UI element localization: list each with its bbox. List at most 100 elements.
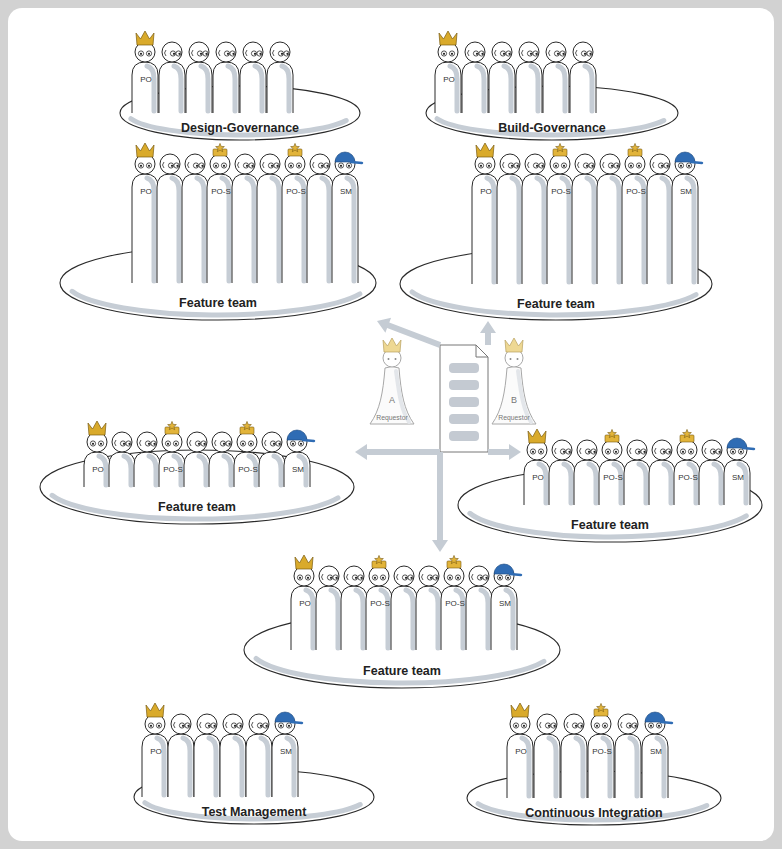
eye: [648, 723, 653, 728]
person-body: [649, 460, 675, 505]
role-label: PO: [532, 474, 544, 482]
ear: [540, 722, 542, 728]
eye: [352, 575, 357, 580]
pupil: [523, 725, 525, 727]
person-head: [546, 42, 566, 62]
body-shade: [282, 66, 289, 111]
ear: [580, 448, 582, 454]
ear: [174, 722, 176, 728]
pupil: [200, 53, 202, 55]
flow-arrow: [355, 444, 440, 460]
person-head: [187, 432, 207, 452]
eye: [138, 163, 143, 168]
eye: [500, 51, 505, 56]
eye: [286, 723, 291, 728]
pupil: [234, 725, 236, 727]
crown: [295, 555, 313, 569]
person-body: [132, 62, 158, 113]
pupil: [410, 577, 412, 579]
ear: [549, 50, 551, 56]
pupil: [298, 165, 300, 167]
pupil: [260, 725, 262, 727]
pupil: [488, 165, 490, 167]
pupil: [643, 451, 645, 453]
node-shape: [440, 345, 488, 452]
person-body: [284, 452, 310, 487]
cap-brim: [351, 162, 362, 163]
eye: [346, 163, 351, 168]
body-shade: [209, 738, 216, 795]
team-label: Test Management: [202, 806, 307, 819]
requestor-label: Requestor: [376, 415, 407, 422]
cap-brim: [291, 722, 302, 723]
pupil: [213, 725, 215, 727]
person-body: [220, 734, 246, 797]
eye: [585, 449, 590, 454]
pupil: [382, 577, 384, 579]
body-shade: [630, 738, 637, 796]
eye: [497, 575, 502, 580]
node-art: [370, 338, 414, 424]
role-label: SM: [680, 188, 692, 196]
body-shade: [477, 66, 484, 111]
body-shade: [261, 738, 268, 795]
eye: [572, 723, 577, 728]
eye: [318, 163, 323, 168]
eye: [249, 163, 254, 168]
eye: [560, 449, 565, 454]
eye: [738, 449, 743, 454]
eye: [656, 723, 661, 728]
node-art: [400, 143, 712, 320]
eye: [237, 723, 242, 728]
eye: [545, 723, 550, 728]
node-art: [492, 338, 536, 424]
pupil: [405, 577, 407, 579]
pupil: [360, 577, 362, 579]
eye: [658, 163, 663, 168]
eye: [333, 575, 338, 580]
eye: [290, 441, 295, 446]
pupil: [616, 165, 618, 167]
person-body: [522, 174, 548, 284]
eye: [395, 358, 397, 360]
ear: [165, 50, 167, 56]
person-body: [332, 174, 358, 283]
eye: [447, 575, 452, 580]
pupil: [182, 725, 184, 727]
team-label: Continuous Integration: [525, 807, 662, 820]
eye: [226, 441, 231, 446]
eye: [602, 723, 607, 728]
person-body: [182, 174, 208, 283]
person-head: [552, 440, 572, 460]
role-label: PO: [140, 188, 152, 196]
ear: [219, 50, 221, 56]
eye: [380, 575, 385, 580]
pupil: [153, 443, 155, 445]
eye: [276, 441, 281, 446]
pupil: [340, 165, 342, 167]
eye: [660, 449, 665, 454]
role-label: SM: [499, 600, 511, 608]
person-body: [184, 452, 210, 487]
pupil: [286, 53, 288, 55]
crown: [476, 143, 494, 157]
pupil: [503, 53, 505, 55]
star: [608, 429, 617, 437]
eye: [284, 51, 289, 56]
eye: [193, 163, 198, 168]
pupil: [593, 451, 595, 453]
star: [168, 421, 177, 429]
team-label: Feature team: [179, 297, 257, 310]
eye: [530, 449, 535, 454]
eye: [635, 449, 640, 454]
pupil: [232, 53, 234, 55]
pupil: [740, 451, 742, 453]
eye: [230, 51, 235, 56]
body-shade: [657, 738, 664, 796]
role-label: SM: [280, 748, 292, 756]
eye: [486, 163, 491, 168]
ear: [655, 448, 657, 454]
pupil: [584, 53, 586, 55]
eye: [636, 163, 641, 168]
body-shade: [247, 178, 254, 281]
